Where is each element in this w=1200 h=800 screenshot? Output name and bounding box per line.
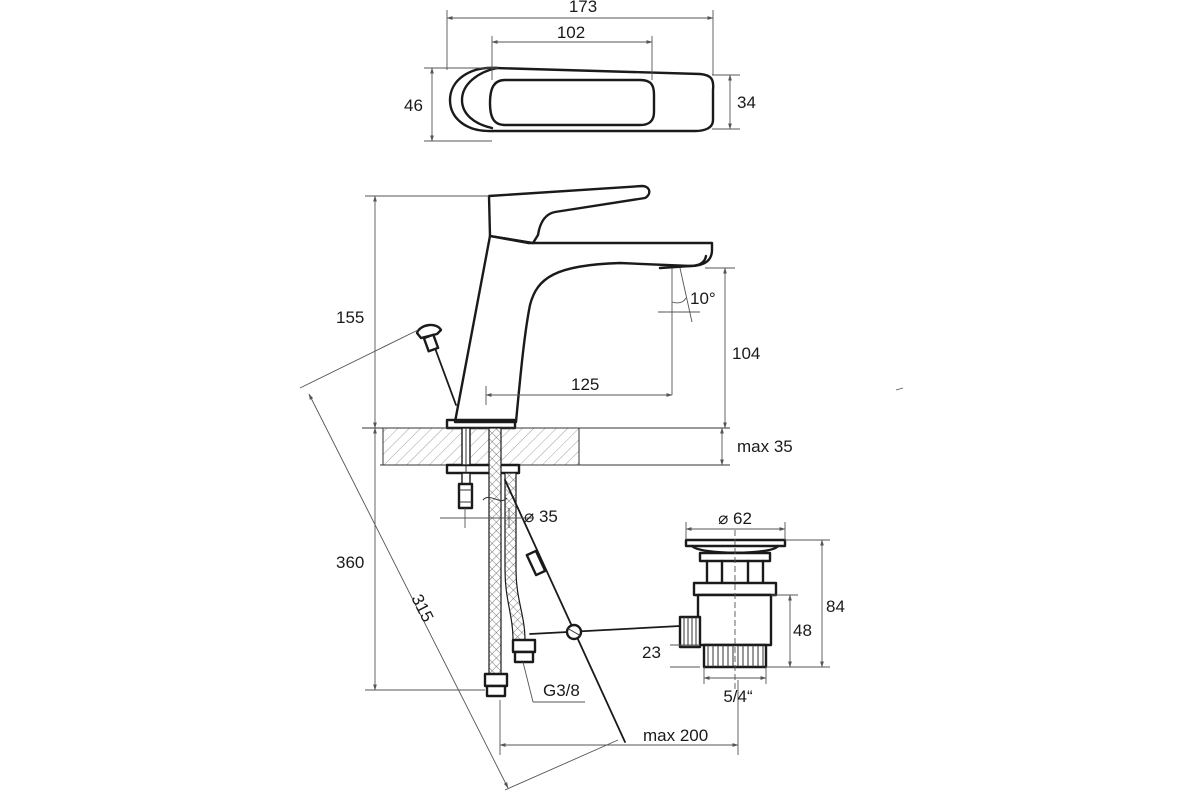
- dim-5-4: 5/4“: [703, 667, 767, 706]
- side-view: 155 10° 104 125 max 35 ⌀ 35: [299, 184, 904, 791]
- dim-label-max-rod: max 200: [643, 726, 708, 745]
- dim-max35: max 35: [720, 427, 793, 466]
- dim-104: 104: [705, 267, 760, 429]
- dim-label-hole-diameter: ⌀ 35: [524, 507, 558, 526]
- faucet-body: [453, 234, 714, 424]
- dim-label-width-handle: 102: [557, 23, 585, 42]
- dim-label-height-base: 46: [404, 96, 423, 115]
- dim-label-thread: G3/8: [543, 681, 580, 700]
- dim-46: 46: [404, 67, 498, 142]
- dim-label-drain-height-total: 84: [826, 597, 845, 616]
- dim-label-drain-diameter: ⌀ 62: [718, 509, 752, 528]
- fixing-plate: [445, 463, 521, 475]
- popup-rod: [415, 323, 681, 743]
- dim-label-rod-length: 315: [407, 591, 437, 625]
- dim-label-total-height: 360: [336, 553, 364, 572]
- hose-nut-left: [483, 672, 509, 688]
- drain-side-fitting: [678, 615, 702, 649]
- dim-102: 102: [491, 23, 653, 80]
- dim-label-drain-thread: 5/4“: [723, 687, 753, 706]
- drain-body: [696, 593, 773, 647]
- dim-84: 84: [766, 539, 845, 668]
- faucet-base: [445, 418, 517, 430]
- dim-diameter-62: ⌀ 62: [685, 509, 786, 540]
- faucet-lever: [487, 184, 651, 245]
- hose-nut-right: [511, 638, 537, 654]
- top-view-faucet-outline: [448, 66, 715, 133]
- dim-34: 34: [712, 74, 756, 130]
- dim-label-height-faucet: 155: [336, 308, 364, 327]
- dim-label-angle: 10°: [690, 289, 716, 308]
- drain-assembly: ⌀ 62 84 48 23 5/4“: [642, 509, 845, 706]
- dim-max200: max 200: [499, 680, 739, 755]
- dim-label-drain-height-body: 48: [793, 621, 812, 640]
- dim-10deg: 10°: [658, 267, 716, 395]
- dim-label-width-total: 173: [569, 0, 597, 16]
- dim-label-spout-height: 104: [732, 344, 760, 363]
- dim-155: 155: [336, 195, 489, 429]
- dim-173: 173: [446, 0, 714, 75]
- dim-label-spout-reach: 125: [571, 375, 599, 394]
- dim-23: 23: [642, 643, 700, 668]
- top-view: 173 102 46 34: [404, 0, 756, 142]
- dim-125: 125: [485, 375, 673, 405]
- fixing-nut: [457, 482, 474, 510]
- dim-48: 48: [771, 594, 812, 668]
- dim-label-height-handle: 34: [737, 93, 756, 112]
- countertop-section: [362, 427, 730, 466]
- dim-label-max-thickness: max 35: [737, 437, 793, 456]
- dim-label-drain-offset: 23: [642, 643, 661, 662]
- dim-g38: G3/8: [522, 661, 585, 703]
